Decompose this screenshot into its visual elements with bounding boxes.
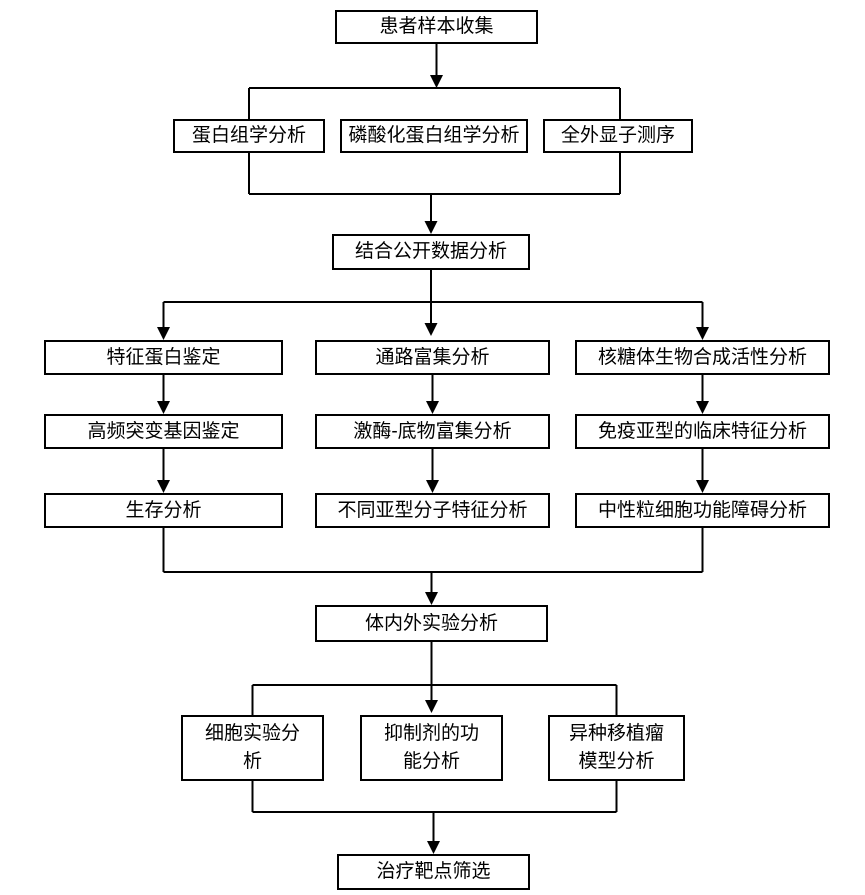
node-patient-sample-collection: 患者样本收集 <box>335 10 538 44</box>
connector-merge-to-public-data <box>248 153 621 234</box>
connector-merge-to-invivo <box>162 528 704 605</box>
node-high-frequency-mutated-gene-identification: 高频突变基因鉴定 <box>44 414 283 449</box>
node-proteomics-analysis: 蛋白组学分析 <box>173 119 325 153</box>
connector-split-to-columns <box>157 270 709 340</box>
connector-top-split <box>248 44 621 119</box>
node-immune-subtype-clinical-feature-analysis: 免疫亚型的临床特征分析 <box>575 414 830 449</box>
node-subtype-molecular-feature-analysis: 不同亚型分子特征分析 <box>315 493 550 528</box>
connector-merge-to-target <box>251 781 618 854</box>
node-pathway-enrichment-analysis: 通路富集分析 <box>315 340 550 375</box>
node-phosphoproteomics-analysis: 磷酸化蛋白组学分析 <box>340 119 528 153</box>
connector-split-to-experiments <box>251 642 618 715</box>
node-therapeutic-target-screening: 治疗靶点筛选 <box>337 854 530 890</box>
node-inhibitor-function-analysis: 抑制剂的功 能分析 <box>360 715 503 781</box>
node-cell-experiment-analysis: 细胞实验分 析 <box>181 715 324 781</box>
node-survival-analysis: 生存分析 <box>44 493 283 528</box>
node-whole-exome-sequencing: 全外显子测序 <box>543 119 693 153</box>
node-neutrophil-dysfunction-analysis: 中性粒细胞功能障碍分析 <box>575 493 830 528</box>
node-ribosome-biogenesis-activity-analysis: 核糖体生物合成活性分析 <box>575 340 830 375</box>
connector-column-arrows <box>157 375 709 493</box>
node-feature-protein-identification: 特征蛋白鉴定 <box>44 340 283 375</box>
node-kinase-substrate-enrichment-analysis: 激酶-底物富集分析 <box>315 414 550 449</box>
node-xenograft-tumor-model-analysis: 异种移植瘤 模型分析 <box>548 715 685 781</box>
node-public-data-analysis: 结合公开数据分析 <box>332 234 530 270</box>
node-in-vivo-vitro-experiment-analysis: 体内外实验分析 <box>315 605 548 642</box>
